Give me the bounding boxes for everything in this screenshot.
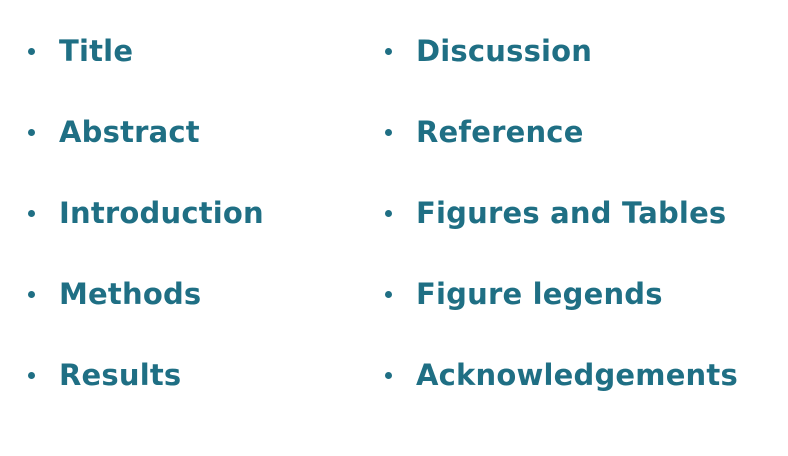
list-item: Abstract <box>28 109 264 155</box>
bullet-dot-icon <box>385 47 392 55</box>
list-item-label: Results <box>59 358 182 392</box>
list-item-label: Reference <box>416 115 584 149</box>
left-bullet-list: Title Abstract Introduction Methods Resu… <box>28 28 264 433</box>
bullet-dot-icon <box>385 128 392 136</box>
bullet-dot-icon <box>28 209 35 217</box>
list-item-label: Title <box>59 34 134 68</box>
list-item: Introduction <box>28 190 264 236</box>
list-item-label: Abstract <box>59 115 200 149</box>
list-item: Reference <box>385 109 738 155</box>
list-item-label: Acknowledgements <box>416 358 738 392</box>
bullet-dot-icon <box>28 371 35 379</box>
list-item-label: Methods <box>59 277 202 311</box>
bullet-dot-icon <box>28 47 35 55</box>
bullet-dot-icon <box>385 209 392 217</box>
bullet-dot-icon <box>385 290 392 298</box>
list-item: Figures and Tables <box>385 190 738 236</box>
list-item: Discussion <box>385 28 738 74</box>
list-item: Figure legends <box>385 271 738 317</box>
bullet-dot-icon <box>28 128 35 136</box>
list-item: Acknowledgements <box>385 352 738 398</box>
list-item: Results <box>28 352 264 398</box>
bullet-dot-icon <box>28 290 35 298</box>
list-item: Title <box>28 28 264 74</box>
list-item: Methods <box>28 271 264 317</box>
right-bullet-list: Discussion Reference Figures and Tables … <box>385 28 738 433</box>
list-item-label: Figures and Tables <box>416 196 727 230</box>
list-item-label: Figure legends <box>416 277 663 311</box>
list-item-label: Discussion <box>416 34 593 68</box>
list-item-label: Introduction <box>59 196 264 230</box>
bullet-dot-icon <box>385 371 392 379</box>
